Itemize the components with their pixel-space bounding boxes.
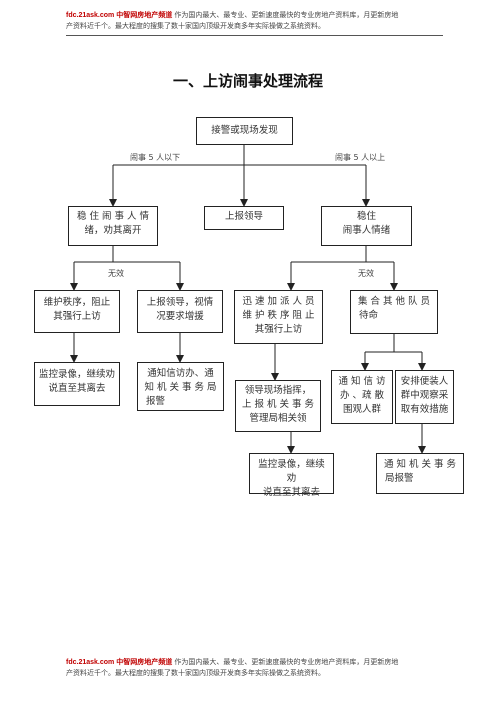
header-text-1: 作为国内最大、最专业、更新速度最快的专业房地产资料库，月更新房地 [172, 11, 399, 19]
label-under-5: 闹事 5 人以下 [130, 153, 181, 162]
node-stabilize-large: 稳住 闹事人情绪 [321, 206, 412, 246]
node-monitor-right: 监控录像，继续劝 说直至其离去 [249, 453, 334, 498]
node-leader-direct: 领导现场指挥， 上 报 机 关 事 务 管理局相关领 [235, 380, 321, 432]
label-invalid-right: 无效 [358, 269, 374, 278]
header-rule [66, 35, 443, 36]
top-header: fdc.21ask.com 中智网房地产频道 作为国内最大、最专业、更新速度最快… [66, 10, 442, 31]
node-plainclothes: 安排便装人 群中观察采 取有效措施 [395, 370, 454, 424]
footer-text-1: 作为国内最大、最专业、更新速度最快的专业房地产资料库，月更新房地 [172, 658, 399, 666]
node-dispatch-staff: 迅 速 加 派 人 员 维 护 秩 序 阻 止 其强行上访 [234, 290, 323, 344]
node-report-leader: 上报领导 [204, 206, 284, 230]
node-notify-disperse: 通 知 信 访 办 、疏 散 围观人群 [331, 370, 393, 424]
node-monitor-left: 监控录像，继续劝 说直至其离去 [34, 362, 120, 406]
node-report-more: 上报领导，视情 况要求增援 [137, 290, 223, 333]
header-text-2: 产资料近千个。最大程度的搜集了数十家国内顶级开发商多年实际操做之系统资料。 [66, 22, 325, 30]
node-start: 接警或现场发现 [196, 117, 293, 145]
header-brand[interactable]: fdc.21ask.com 中智网房地产频道 [66, 12, 173, 19]
bottom-header: fdc.21ask.com 中智网房地产频道 作为国内最大、最专业、更新速度最快… [66, 657, 442, 678]
node-notify-petition: 通知信访办、通 知 机 关 事 务 局 报警 [137, 362, 224, 411]
label-invalid-left: 无效 [108, 269, 124, 278]
node-gather-staff: 集 合 其 他 队 员 待命 [350, 290, 438, 334]
node-stabilize-small: 稳 住 闹 事 人 情 绪，劝其离开 [68, 206, 158, 246]
page-title: 一、上访闹事处理流程 [172, 72, 323, 90]
footer-brand[interactable]: fdc.21ask.com 中智网房地产频道 [66, 659, 173, 666]
label-over-5: 闹事 5 人以上 [335, 153, 386, 162]
node-notify-police: 通 知 机 关 事 务 局报警 [376, 453, 464, 494]
node-maintain-order: 维护秩序，阻止 其强行上访 [34, 290, 120, 333]
footer-text-2: 产资料近千个。最大程度的搜集了数十家国内顶级开发商多年实际操做之系统资料。 [66, 669, 325, 677]
